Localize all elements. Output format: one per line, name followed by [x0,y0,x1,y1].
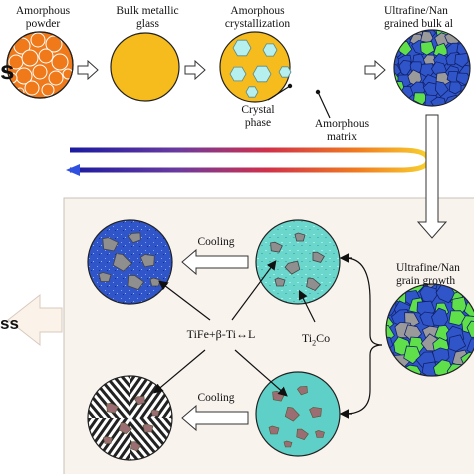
precipitate [106,402,119,414]
stage-1-label: Amorphous powder [15,5,71,30]
precipitate [127,275,145,290]
precipitate [274,277,286,287]
precipitate [150,409,160,417]
ultrafine-grained-circle [393,29,471,107]
precipitate [284,406,300,422]
grain [448,334,467,352]
precipitate [118,422,132,435]
crystal-phase-label: Crystal phase [241,104,275,129]
grain [420,41,435,56]
left-edge-letter-bottom: ss [0,314,19,333]
grain [448,81,465,95]
down-hollow-arrow [416,114,448,239]
crystal-hexagon [262,43,278,57]
powder-particle [41,83,55,97]
grain [463,298,474,320]
precipitate [309,407,322,418]
grain [394,95,401,106]
crystal-hexagon [278,66,292,78]
lamellar-microstructure-circle [87,375,173,461]
reaction-label: TiFe+β-Ti↔L [186,327,256,341]
grain [466,320,474,338]
powder-particle [32,64,48,80]
cooling-label-top: Cooling [197,236,235,248]
stage-3-label: Amorphous crystallization [224,5,291,30]
grain [458,96,470,106]
arrow-1 [77,59,99,81]
precipitate [127,232,141,244]
left-edge-letter-top: s [0,55,15,85]
grain [466,338,474,357]
pointer-reaction-down-left [153,349,206,394]
precipitate [142,423,154,433]
precipitate [112,253,133,272]
powder-particle [30,32,46,48]
precipitate [102,237,119,252]
powder-particle [21,49,39,67]
precipitate [270,241,283,253]
teal-brown-precipitate-circle [255,371,341,457]
teal-gray-precipitate-circle [255,219,341,305]
amorphous-crystallization-circle [219,31,292,103]
precipitate [306,277,321,291]
thermal-gradient-arrow [66,147,431,176]
pointer-reaction-down-right [234,349,288,397]
stage-4-label: Ultrafine/Nan grained bulk al [384,5,453,30]
precipitate [139,254,155,268]
grain [413,92,428,106]
arrow-2 [184,59,206,81]
precipitate [130,441,141,452]
grain-growth-label: Ultrafine/Nan grain growth [396,262,460,287]
output-hollow-arrow [7,293,63,347]
bulk-metallic-glass-circle [110,32,180,102]
precipitate [296,386,308,396]
precipitate [312,251,325,263]
amorphous-powder-circle [6,31,74,99]
branch-bracket [344,257,383,415]
cooled-microstructure-top-circle [87,219,173,305]
powder-particle [45,35,63,53]
pointer-crystal-phase [267,85,291,101]
powder-particle [51,53,69,71]
precipitate [133,396,145,406]
pointer-amorphous-matrix [317,91,331,119]
precipitate [296,428,309,440]
precipitate [98,272,112,282]
powder-particle [38,48,54,64]
crystal-hexagon [232,39,252,57]
grain [434,80,449,98]
precipitate [294,232,306,242]
precipitate [103,436,113,444]
grain [459,31,470,47]
pointer-ti2co [298,289,316,323]
powder-particle [24,80,40,96]
arrow-3 [364,59,386,81]
pointer-reaction-up-left [158,280,211,321]
precipitate [315,430,325,438]
amorphous-matrix-label: Amorphous matrix [314,118,370,143]
precipitate [268,425,280,435]
precipitate [149,277,161,287]
grain [430,96,447,106]
precipitate [283,440,293,448]
cooling-arrow-bottom [181,404,249,432]
crystal-hexagon [245,86,259,98]
stage-2-label: Bulk metallic glass [116,5,179,30]
pointer-reaction-up-right [231,260,277,321]
grain [394,32,402,48]
precipitate [284,260,301,275]
powder-particle [13,37,31,55]
crystal-hexagon [252,65,272,83]
cooling-label-bottom: Cooling [197,392,235,404]
cooling-arrow-top [181,248,249,276]
ti2co-label: Ti2Co [301,331,331,348]
powder-particle [48,70,64,86]
crystal-hexagon [229,66,247,82]
